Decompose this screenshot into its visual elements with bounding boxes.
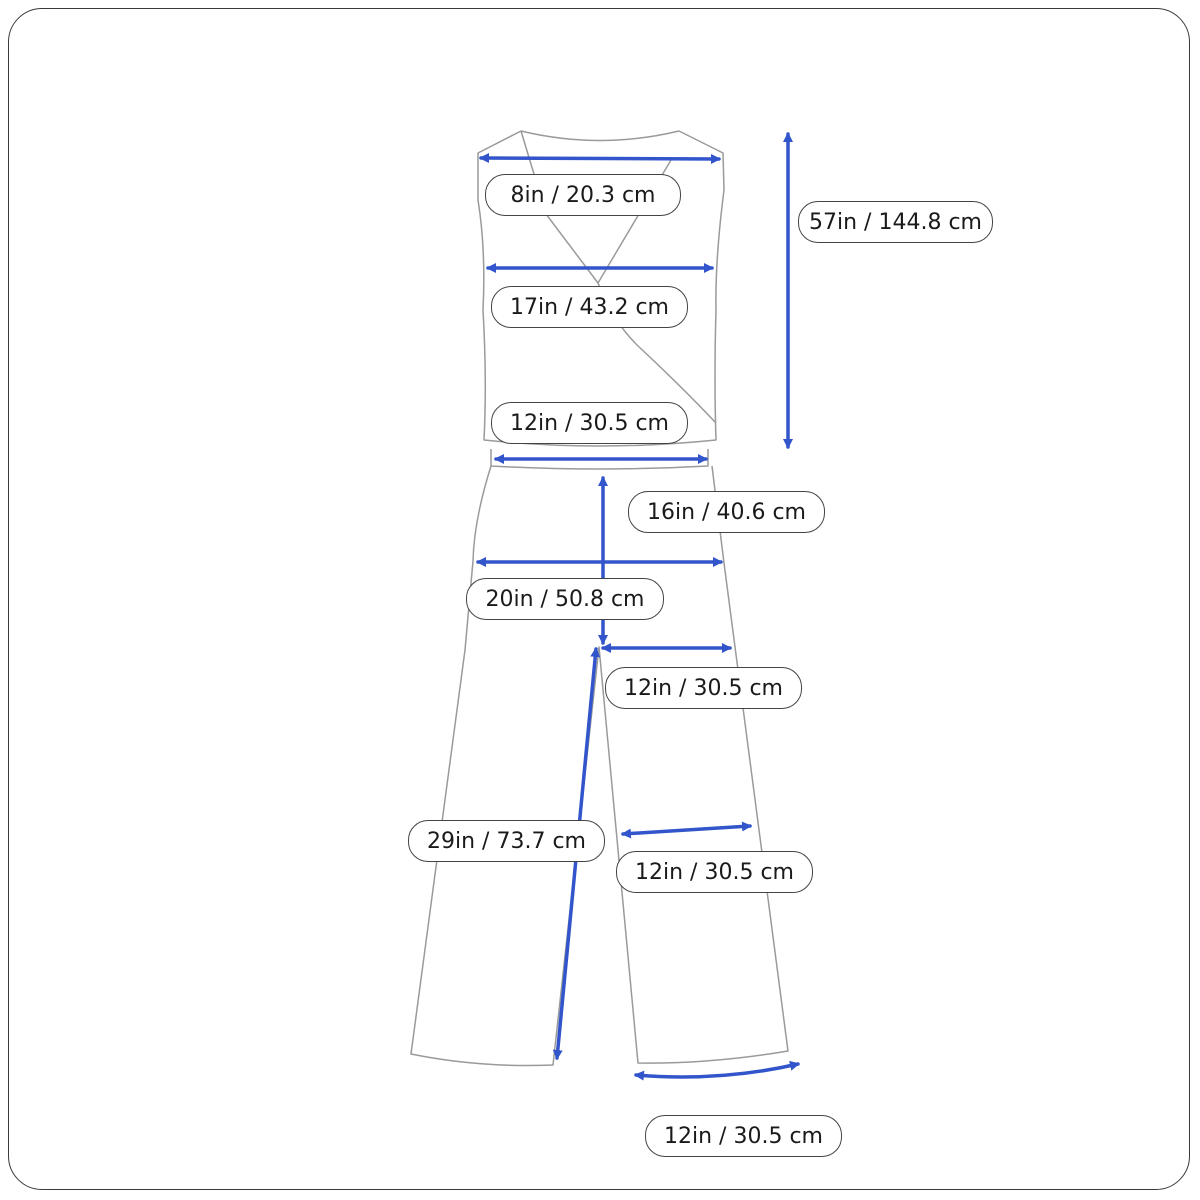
arrow-leg-opening <box>634 1060 800 1081</box>
label-hip-width: 20in / 50.8 cm <box>466 578 664 620</box>
label-total-length: 57in / 144.8 cm <box>798 201 993 243</box>
label-bust-width: 17in / 43.2 cm <box>491 286 688 328</box>
label-leg-opening: 12in / 30.5 cm <box>645 1115 842 1157</box>
label-thigh-width: 12in / 30.5 cm <box>605 667 802 709</box>
waistband <box>490 449 709 470</box>
label-rise: 16in / 40.6 cm <box>628 491 825 533</box>
label-inseam: 29in / 73.7 cm <box>408 820 605 862</box>
measurement-arrows <box>476 132 800 1081</box>
arrow-shoulder-width <box>479 153 721 164</box>
neckline <box>520 130 672 284</box>
label-waist-width: 12in / 30.5 cm <box>491 402 688 444</box>
label-knee-width: 12in / 30.5 cm <box>616 851 813 893</box>
arrow-knee-width <box>621 821 752 839</box>
label-shoulder-width: 8in / 20.3 cm <box>485 174 681 216</box>
bodice-outline <box>477 130 725 447</box>
trousers-outline <box>410 465 789 1067</box>
